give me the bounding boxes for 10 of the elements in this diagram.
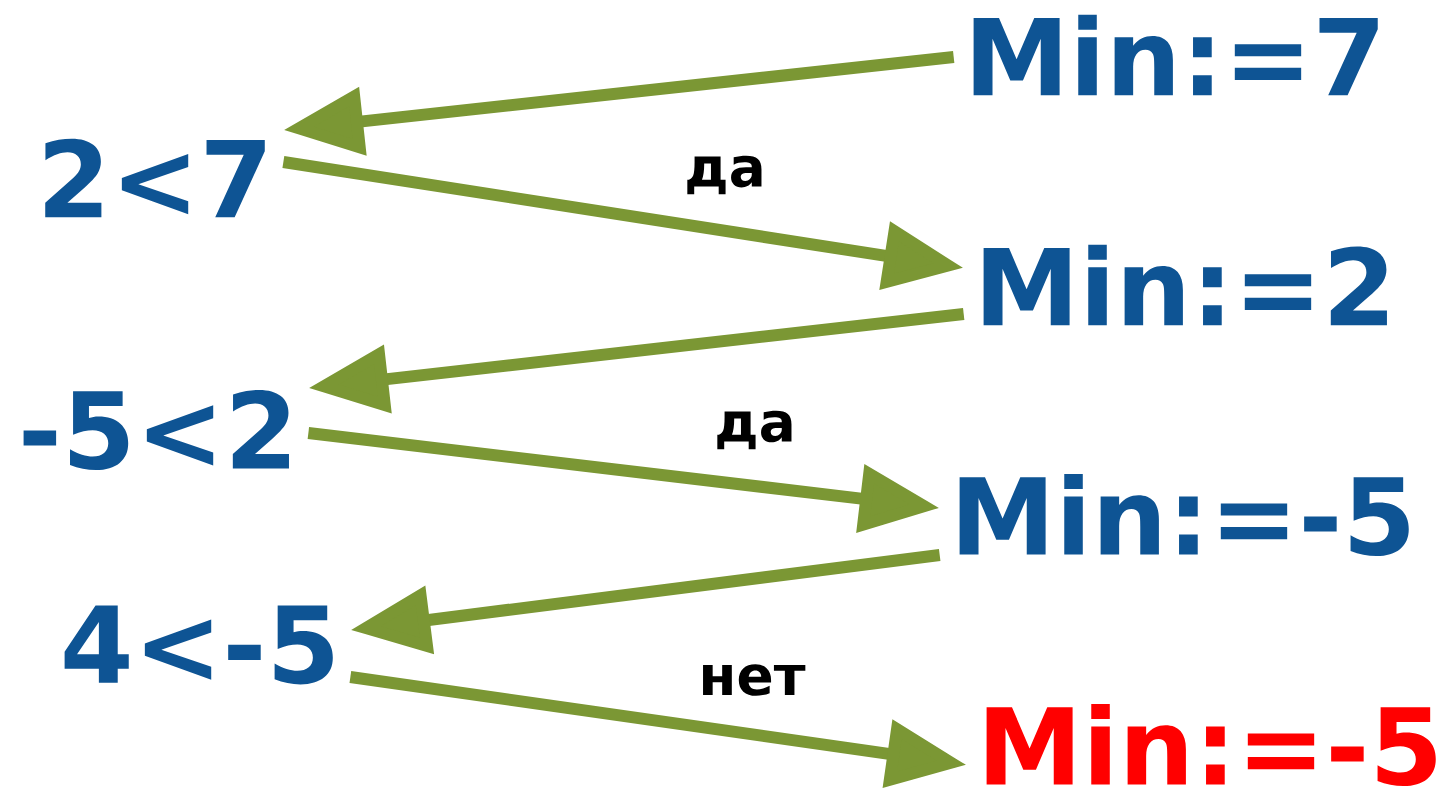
formula-text: Min:=-5 bbox=[959, 473, 1409, 556]
edge-label: да bbox=[712, 408, 798, 452]
formula-text: Min:=7 bbox=[973, 14, 1378, 96]
formula-text: 2<7 bbox=[45, 138, 265, 218]
formula-text: -5<2 bbox=[23, 389, 289, 471]
edge-label: нет bbox=[696, 662, 808, 698]
formula-text: 4<-5 bbox=[64, 605, 333, 685]
edge-label: да bbox=[682, 153, 768, 197]
formula-text: Min:=2 bbox=[983, 244, 1387, 326]
formula-text: Min:=-5 bbox=[986, 703, 1436, 786]
